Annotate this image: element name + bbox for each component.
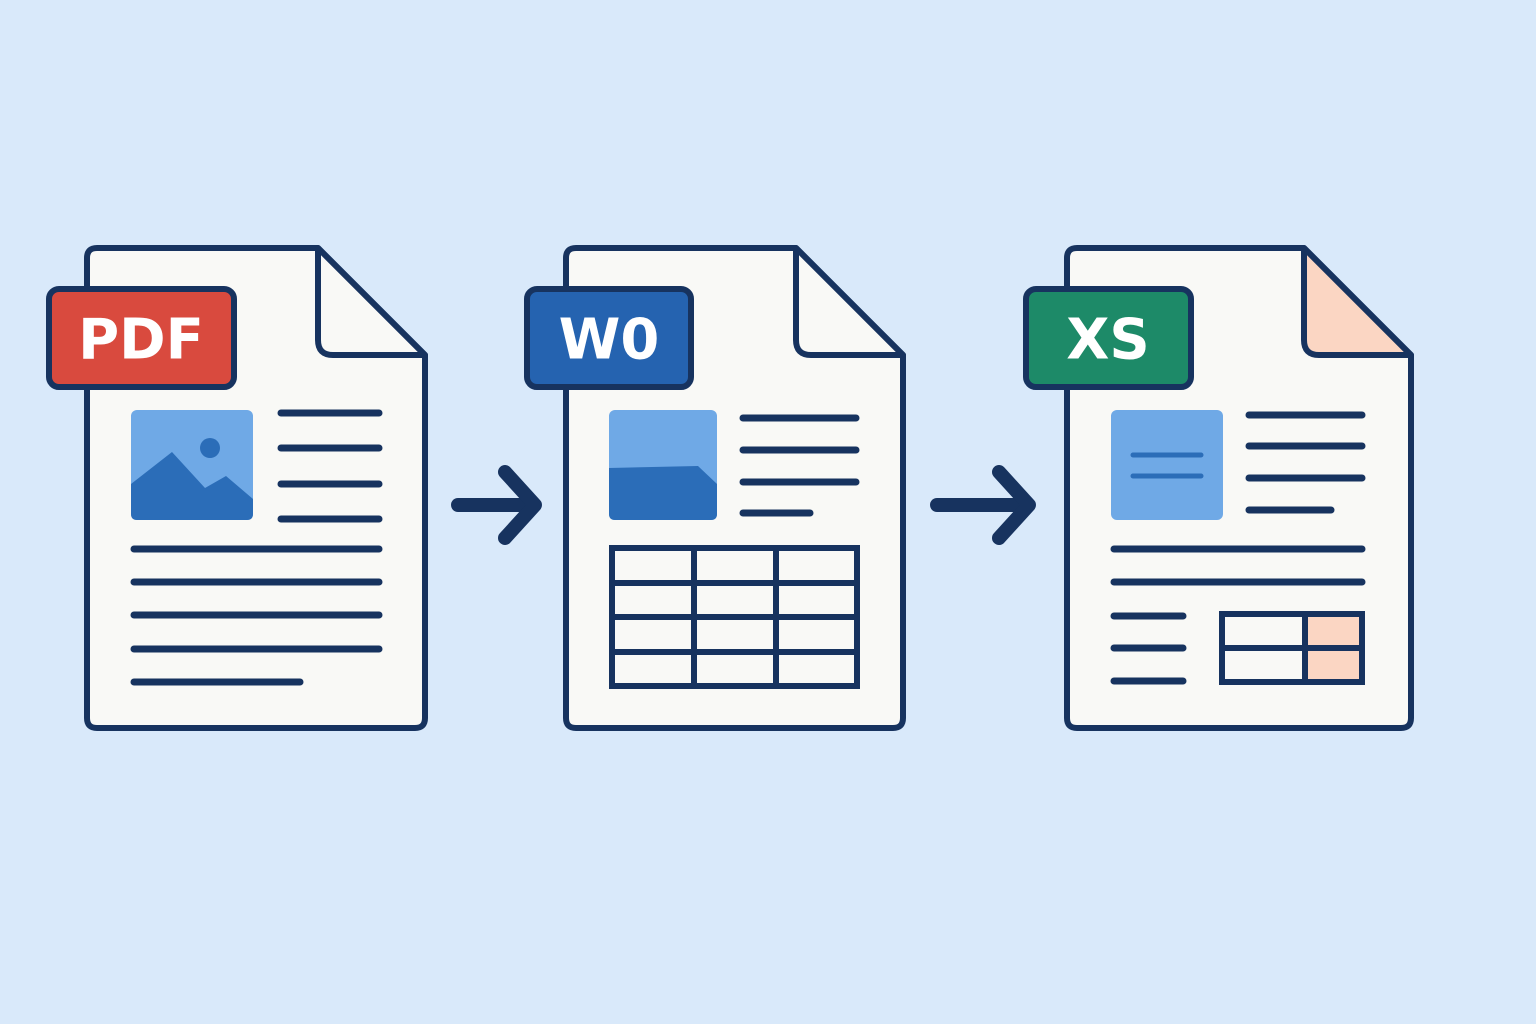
- spreadsheet-text-lines: [1110, 411, 1366, 685]
- image-thumbnail-icon: [131, 410, 253, 520]
- pdf-document: PDF: [46, 245, 428, 731]
- arrow-right-icon: [930, 465, 1036, 545]
- spreadsheet-badge-label: XS: [1066, 308, 1150, 373]
- word-text-lines: [739, 414, 860, 517]
- arrow-right-icon: [451, 465, 542, 545]
- pdf-page-fold: [315, 245, 428, 358]
- table-icon: [609, 545, 860, 689]
- spreadsheet-badge: [1023, 286, 1194, 390]
- word-document: W0: [524, 245, 906, 731]
- spreadsheet-document: XS: [1023, 245, 1414, 731]
- text-block-icon: [1111, 410, 1223, 520]
- pdf-badge: [46, 286, 237, 390]
- image-thumbnail-icon: [609, 410, 717, 520]
- pdf-badge-label: PDF: [78, 308, 204, 373]
- spreadsheet-page-fold: [1301, 245, 1414, 358]
- word-badge-label: W0: [559, 308, 660, 373]
- word-badge: [524, 286, 694, 390]
- word-page-fold: [793, 245, 906, 358]
- pdf-text-lines: [130, 409, 383, 686]
- table-icon: [1219, 611, 1365, 685]
